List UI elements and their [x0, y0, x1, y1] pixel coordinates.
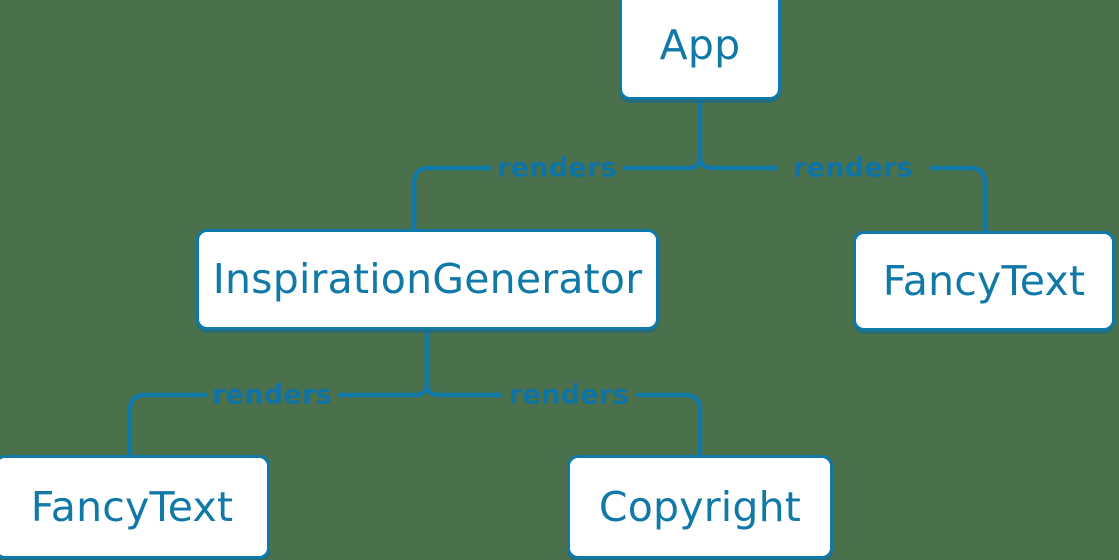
- edge-label-inspgen-fancytext-left: renders: [212, 379, 332, 411]
- edge-inspgen-to-copyright: [424, 381, 703, 458]
- edge-label-inspgen-copyright: renders: [509, 379, 629, 411]
- edge-label-app-fancytext-right: renders: [793, 152, 913, 184]
- node-app[interactable]: App: [619, 0, 781, 100]
- edge-app-to-fancytext-right: [697, 154, 988, 234]
- node-inspirationgenerator-label: InspirationGenerator: [212, 255, 643, 303]
- node-inspirationgenerator[interactable]: InspirationGenerator: [196, 229, 659, 330]
- node-fancytext-left[interactable]: FancyText: [0, 455, 270, 559]
- node-copyright[interactable]: Copyright: [567, 455, 833, 559]
- node-fancytext-left-label: FancyText: [30, 482, 234, 531]
- node-fancytext-right[interactable]: FancyText: [853, 231, 1115, 331]
- node-copyright-label: Copyright: [598, 482, 802, 531]
- node-app-label: App: [659, 20, 741, 69]
- node-fancytext-right-label: FancyText: [882, 256, 1086, 305]
- edge-label-app-inspgen: renders: [497, 152, 617, 184]
